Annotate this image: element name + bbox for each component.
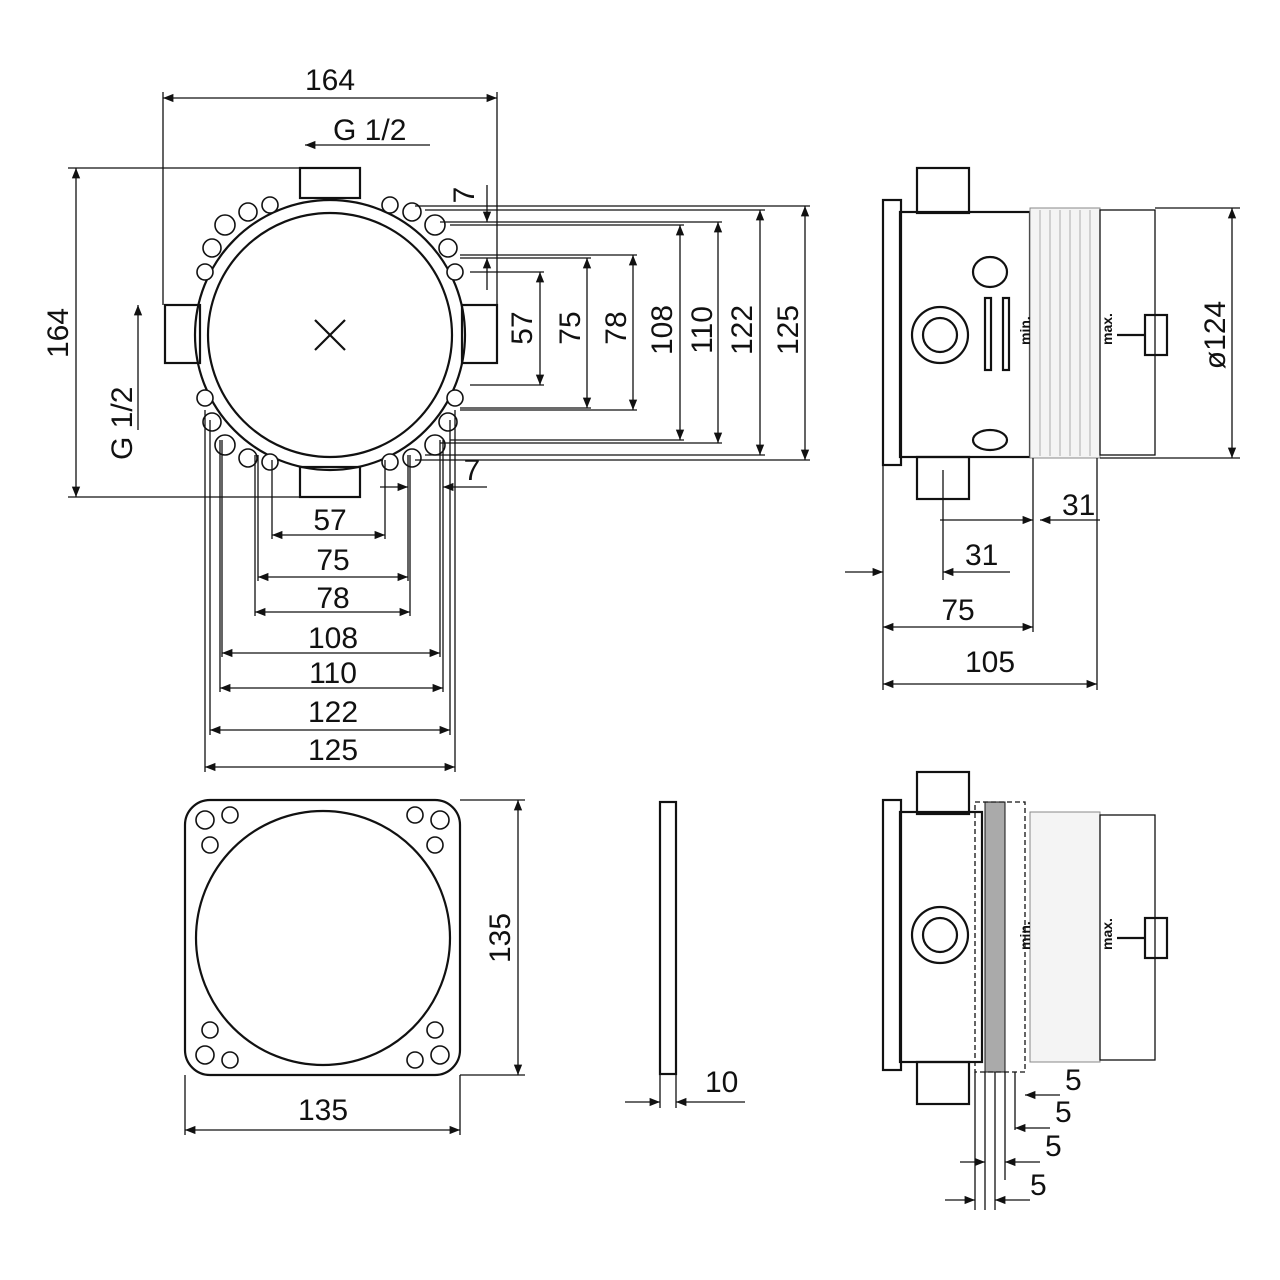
port-left — [163, 303, 202, 365]
max-label-2: max. — [1099, 918, 1115, 950]
dim-h-110: 110 — [309, 657, 357, 690]
dim-v-125: 125 — [772, 305, 805, 355]
dim-h-57: 57 — [313, 504, 346, 537]
dim-v-75: 75 — [554, 311, 587, 344]
dim-5-c: 5 — [1045, 1130, 1062, 1163]
dim-5-d: 5 — [1030, 1169, 1047, 1202]
dim-5-b: 5 — [1055, 1096, 1072, 1129]
dim-5-a: 5 — [1065, 1064, 1082, 1097]
plate-side-view: 10 — [625, 800, 745, 1108]
plate-holes — [195, 806, 450, 1069]
dim-offset-bottom: 7 — [464, 454, 481, 487]
dim-h-122: 122 — [308, 696, 358, 729]
top-view: 164 G 1/2 164 G 1/2 7 57 75 — [42, 64, 810, 772]
port-right — [460, 303, 499, 365]
dim-h-75: 75 — [316, 544, 349, 577]
frame-outline — [193, 198, 467, 472]
port-bottom — [298, 465, 362, 499]
side-view: min. max. ø124 31 31 75 105 — [845, 166, 1240, 690]
dim-v-108: 108 — [646, 305, 679, 355]
dim-plate-height: 135 — [484, 913, 517, 963]
max-label: max. — [1099, 313, 1115, 345]
dim-offset-top: 7 — [448, 187, 481, 204]
threaded-sleeve — [1029, 207, 1101, 459]
center-cross-icon — [314, 319, 346, 351]
valve-body — [898, 210, 1032, 459]
dim-75: 75 — [941, 594, 974, 627]
dim-thickness: 10 — [705, 1066, 738, 1099]
dim-v-110: 110 — [686, 306, 719, 354]
port-top — [298, 166, 362, 200]
vertical-dimensions: 7 57 75 78 108 110 122 125 — [415, 185, 810, 461]
dim-v-122: 122 — [726, 305, 759, 355]
min-label-2: min. — [1017, 921, 1033, 950]
port-top — [915, 166, 971, 215]
thread-left-label: G 1/2 — [106, 387, 139, 460]
dim-h-108: 108 — [308, 622, 358, 655]
frame-holes — [196, 196, 464, 471]
mounting-flange — [881, 198, 903, 467]
plate-section — [984, 801, 1006, 1073]
dim-31-b: 31 — [965, 539, 998, 572]
dim-diameter: ø124 — [1199, 301, 1232, 369]
dim-height: 164 — [42, 308, 75, 358]
plate-outline — [183, 798, 462, 1077]
dim-v-57: 57 — [506, 311, 539, 344]
cover-outline — [1099, 209, 1156, 456]
horizontal-dimensions: 7 57 75 78 108 110 122 125 — [204, 410, 487, 772]
dim-h-78: 78 — [316, 582, 349, 615]
plate-view: 135 135 — [183, 798, 525, 1135]
dim-width: 164 — [305, 64, 355, 97]
body-circle — [206, 211, 454, 459]
dim-h-125: 125 — [308, 734, 358, 767]
dim-v-78: 78 — [600, 311, 633, 344]
dim-31-a: 31 — [1062, 489, 1095, 522]
dim-105: 105 — [965, 646, 1015, 679]
dim-plate-width: 135 — [298, 1094, 348, 1127]
thread-top-label: G 1/2 — [333, 114, 406, 147]
min-label: min. — [1017, 316, 1033, 345]
side-view-with-plate: min. max. 5 5 5 5 — [881, 770, 1169, 1210]
